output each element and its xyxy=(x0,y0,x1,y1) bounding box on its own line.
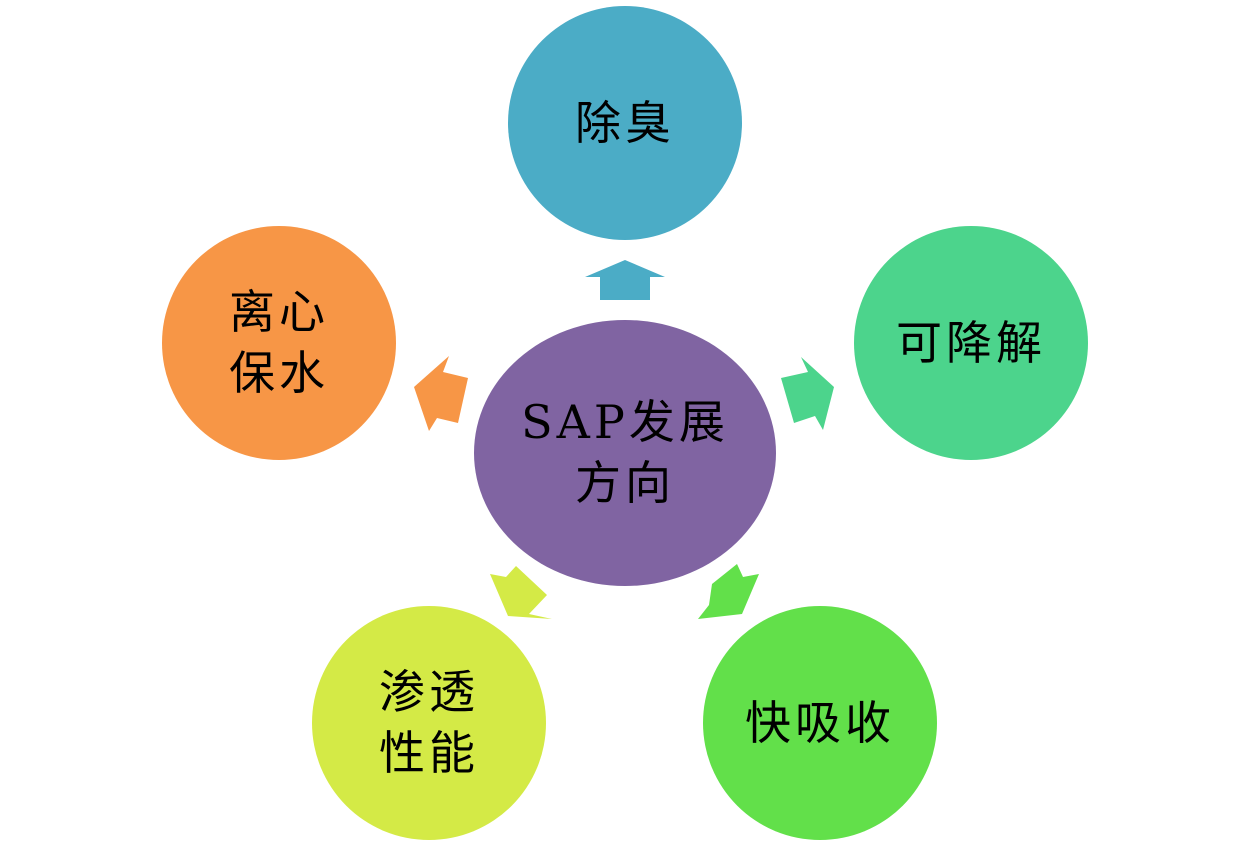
node-degradable-label: 可降解 xyxy=(896,315,1046,370)
node-permeability: 渗透 性能 xyxy=(312,606,546,840)
arrow-to-bottom-right xyxy=(698,564,759,619)
arrow-to-top xyxy=(585,260,665,300)
center-label-line-2: 方向 xyxy=(575,456,675,510)
node-centrifuge-retention: 离心 保水 xyxy=(162,226,396,460)
node-deodorize: 除臭 xyxy=(508,6,742,240)
center-label-line-1: SAP发展 xyxy=(521,395,729,450)
node-permeability-label-line-1: 渗透 xyxy=(379,665,479,720)
arrow-to-left xyxy=(414,356,468,431)
center-node-sap-direction: SAP发展 方向 xyxy=(474,320,776,586)
node-centrifuge-retention-label-line-2: 保水 xyxy=(229,346,329,400)
arrow-to-bottom-left xyxy=(490,566,552,619)
node-fast-absorb-label: 快吸收 xyxy=(745,695,895,750)
node-degradable: 可降解 xyxy=(854,226,1088,460)
node-permeability-label-line-2: 性能 xyxy=(379,726,479,780)
node-centrifuge-retention-label-line-1: 离心 xyxy=(229,285,329,340)
node-fast-absorb: 快吸收 xyxy=(703,606,937,840)
arrow-to-right xyxy=(781,357,834,430)
node-deodorize-label: 除臭 xyxy=(575,95,675,150)
